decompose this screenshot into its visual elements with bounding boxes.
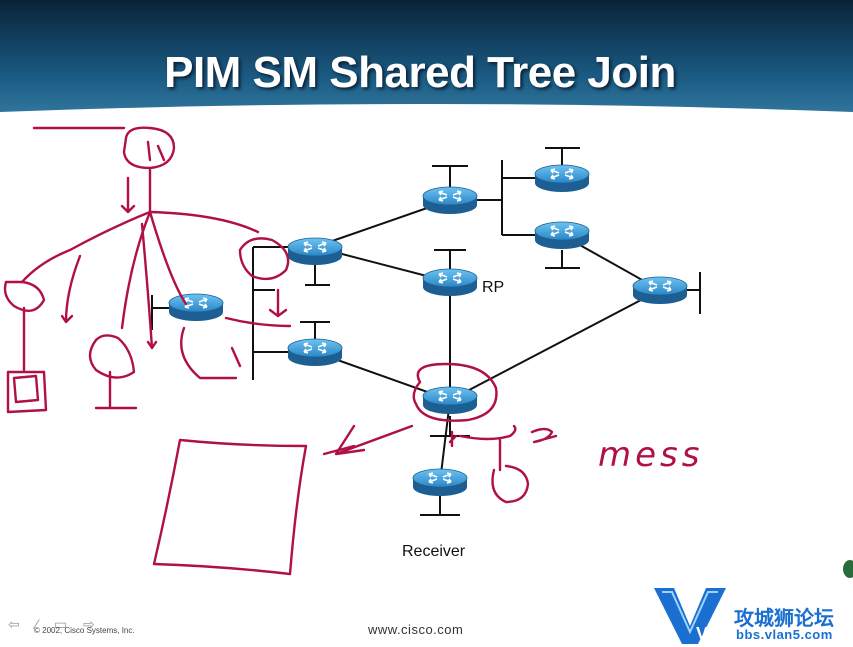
- watermark-site-name: 攻城狮论坛: [734, 606, 834, 630]
- link-r6-r8: [449, 289, 661, 401]
- rp-label: RP: [482, 279, 504, 296]
- router-hand-drawn: [168, 293, 224, 322]
- slide-title: PIM SM Shared Tree Join: [164, 48, 676, 97]
- title-banner: [0, 0, 853, 138]
- router-rp: [422, 268, 478, 297]
- logo-text: V5: [696, 624, 718, 644]
- router-r2: [422, 186, 478, 215]
- router-r3: [534, 164, 590, 193]
- website-url: www.cisco.com: [368, 622, 464, 637]
- router-r6: [422, 386, 478, 415]
- watermark-site-url: bbs.vlan5.com: [736, 627, 833, 642]
- router-r1: [287, 237, 343, 266]
- globe-icon: [843, 560, 853, 578]
- handwritten-annotations: [3, 126, 558, 576]
- watermark-logo: V5 攻城狮论坛 bbs.vlan5.com: [650, 578, 853, 647]
- copyright-text: © 2002, Cisco Systems, Inc.: [34, 626, 135, 635]
- slide-nav-arrows[interactable]: ⇦ ⁄ ▭ ⇨: [8, 616, 101, 632]
- router-r7: [412, 468, 468, 497]
- router-r8: [632, 276, 688, 305]
- router-r4: [534, 221, 590, 250]
- v5-logo-icon: V5: [654, 588, 726, 644]
- mess-annotation: mess: [598, 435, 703, 475]
- receiver-label: Receiver: [402, 543, 466, 560]
- lan-segments: [151, 147, 701, 516]
- router-r5: [287, 338, 343, 367]
